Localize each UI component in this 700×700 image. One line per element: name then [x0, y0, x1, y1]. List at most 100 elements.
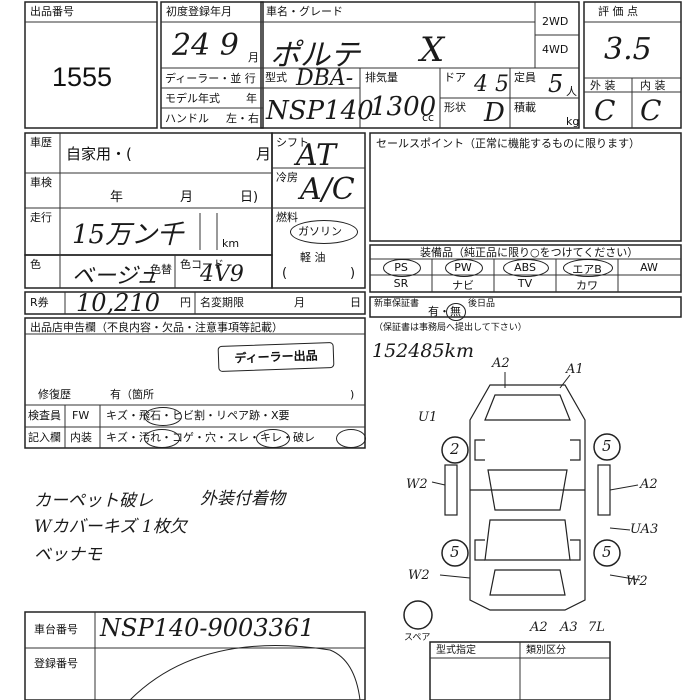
color-value: ベージュ — [72, 264, 159, 289]
color-label: 色 — [30, 258, 41, 271]
model-designation-label: 型式指定 — [436, 645, 476, 656]
spare-label: スペア — [404, 633, 431, 643]
type-value: DBA- — [296, 66, 354, 91]
score-label: 評 価 点 — [598, 5, 638, 18]
shift-value: AT — [296, 138, 337, 173]
first-registration-unit: 月 — [248, 51, 259, 64]
type-label: 型式 — [265, 71, 287, 84]
warranty-note: （保証書は事務局へ提出して下さい） — [374, 323, 527, 333]
transfer-month: 月 — [294, 296, 305, 309]
equip-abs-circle — [503, 259, 549, 277]
equip-sr: SR — [393, 277, 409, 290]
note-sticky: ベッナモ — [34, 545, 102, 565]
load-label: 積載 — [514, 101, 536, 114]
tire-front-right: 5 — [602, 437, 612, 455]
color-code-label: 色コード — [180, 258, 224, 271]
fuel-diesel: 軽 油 — [300, 251, 326, 264]
equip-pw-circle — [445, 259, 483, 277]
registration-label: 登録番号 — [34, 657, 78, 670]
score-value: 3.5 — [604, 32, 652, 67]
first-registration-value: 24 9 — [172, 28, 239, 63]
warranty-label: 新車保証書 — [374, 299, 420, 309]
inspector-label: 検査員 — [28, 409, 61, 422]
drive-4wd: 4WD — [542, 43, 569, 56]
seats-label: 定員 — [514, 71, 536, 84]
dealer-label: ディーラー・並 行 — [165, 72, 256, 85]
warranty-none-circle — [446, 303, 466, 321]
shape-label: 形状 — [444, 101, 466, 114]
history-label: 車歴 — [30, 136, 52, 149]
note-carpet: カーペット破レ — [34, 491, 153, 511]
equipment-label: 装備品（純正品に限り○をつけてください） — [420, 246, 639, 259]
model-year-unit: 年 — [246, 92, 257, 105]
scuff-circle — [256, 429, 290, 448]
tire-front-left: 2 — [450, 440, 460, 458]
note-wcover: Wカバーキズ 1枚欠 — [34, 517, 187, 537]
interior-section-label: 内装 — [70, 431, 92, 444]
mark-rear-right-w2: W2 — [626, 574, 648, 589]
color-change-label: 色替 — [150, 263, 172, 276]
exterior-items: キズ・飛石・ヒビ割・リペア跡・X要 — [106, 409, 290, 422]
fw-label: FW — [72, 409, 90, 422]
displacement-value: 1300 — [370, 92, 437, 122]
mileage-value: 15万ン千 — [72, 220, 184, 250]
transfer-deadline-label: 名変期限 — [200, 296, 244, 309]
repair-history-value: 有（箇所 — [110, 388, 154, 401]
fuel-label: 燃料 — [276, 211, 298, 224]
entry-label: 記入欄 — [28, 431, 61, 444]
equip-ps-circle — [383, 259, 421, 277]
ac-label: 冷房 — [276, 171, 298, 184]
shift-label: シフト — [276, 136, 309, 149]
mark-right-a2: A2 — [640, 477, 658, 492]
equip-navi: ナビ — [452, 279, 474, 292]
mark-rear-a3: A3 — [560, 620, 578, 635]
mark-front-a2: A2 — [492, 356, 510, 371]
chassis-number: NSP140-9003361 — [100, 614, 315, 642]
stain-circle — [144, 429, 180, 448]
fuel-paren-close: ) — [350, 266, 356, 281]
inspection-label: 車検 — [30, 176, 52, 189]
car-name: ポルテ — [270, 38, 360, 73]
repair-history-close: ) — [350, 388, 355, 401]
mileage-label: 走行 — [30, 211, 52, 224]
load-unit: kg — [566, 115, 580, 128]
fuel-gasoline-circle — [290, 220, 358, 244]
mileage-unit: km — [222, 237, 240, 250]
exterior-grade: C — [594, 94, 616, 127]
equip-tv: TV — [517, 277, 533, 290]
seats-value: 5 — [548, 70, 564, 98]
name-grade-label: 車名・グレード — [266, 5, 343, 18]
ac-value: A/C — [300, 172, 355, 207]
mark-ua3: UA3 — [630, 522, 659, 537]
transfer-day: 日 — [350, 296, 361, 309]
equip-aw: AW — [640, 261, 658, 274]
chassis-number-label: 車台番号 — [34, 623, 78, 636]
lot-number: 1555 — [52, 62, 113, 92]
inspection-month: 月 — [180, 190, 194, 205]
handle-label: ハンドル — [165, 112, 209, 125]
doors-value: 4 5 — [474, 72, 509, 97]
mark-left-w2: W2 — [406, 477, 428, 492]
tire-rear-left: 5 — [450, 543, 460, 561]
doors-label: ドア — [444, 71, 466, 84]
interior-label: 内 装 — [640, 79, 666, 92]
handle-value: 左・右 — [226, 112, 259, 125]
notes-label: 出品店申告欄（不良内容・欠品・注意事項等記載） — [30, 321, 283, 334]
interior-grade: C — [640, 94, 662, 127]
equip-airbag-circle — [563, 259, 613, 277]
car-grade: X — [420, 30, 445, 70]
recycle-label: R券 — [30, 296, 49, 309]
recycle-value: 10,210 — [76, 289, 160, 317]
mark-u1: U1 — [418, 410, 438, 425]
history-close: 月 — [256, 145, 272, 163]
drive-2wd: 2WD — [542, 15, 569, 28]
first-registration-label: 初度登録年月 — [166, 5, 232, 18]
seats-unit: 人 — [566, 85, 577, 98]
displacement-label: 排気量 — [365, 71, 398, 84]
repair-history-label: 修復歴 — [38, 388, 71, 401]
color-code-value: 4V9 — [200, 262, 244, 287]
warranty-after-label: 後日品 — [468, 299, 496, 309]
displacement-unit: cc — [422, 111, 435, 124]
lot-number-label: 出品番号 — [30, 5, 74, 18]
